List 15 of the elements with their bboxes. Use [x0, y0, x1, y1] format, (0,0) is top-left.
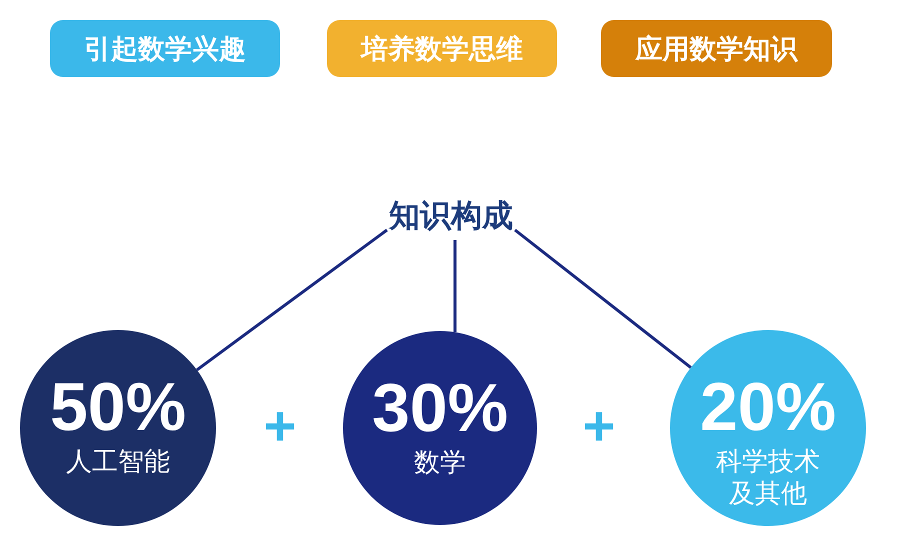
- plus-sign: +: [264, 398, 296, 454]
- goal-tag: 引起数学兴趣: [50, 20, 280, 77]
- percentage-value: 30%: [370, 375, 510, 441]
- category-label: 数学: [413, 447, 467, 479]
- category-label: 科学技术及其他: [715, 446, 821, 510]
- section-heading: 知识构成: [389, 198, 513, 234]
- percentage-value: 20%: [698, 374, 838, 440]
- connector-line: [196, 228, 388, 372]
- connector-line: [454, 240, 456, 332]
- connector-line: [514, 228, 692, 369]
- percentage-value: 50%: [48, 374, 188, 440]
- goal-tag: 培养数学思维: [327, 20, 557, 77]
- category-label: 人工智能: [65, 446, 171, 478]
- goal-tag: 应用数学知识: [601, 20, 832, 77]
- plus-sign: +: [582, 398, 616, 454]
